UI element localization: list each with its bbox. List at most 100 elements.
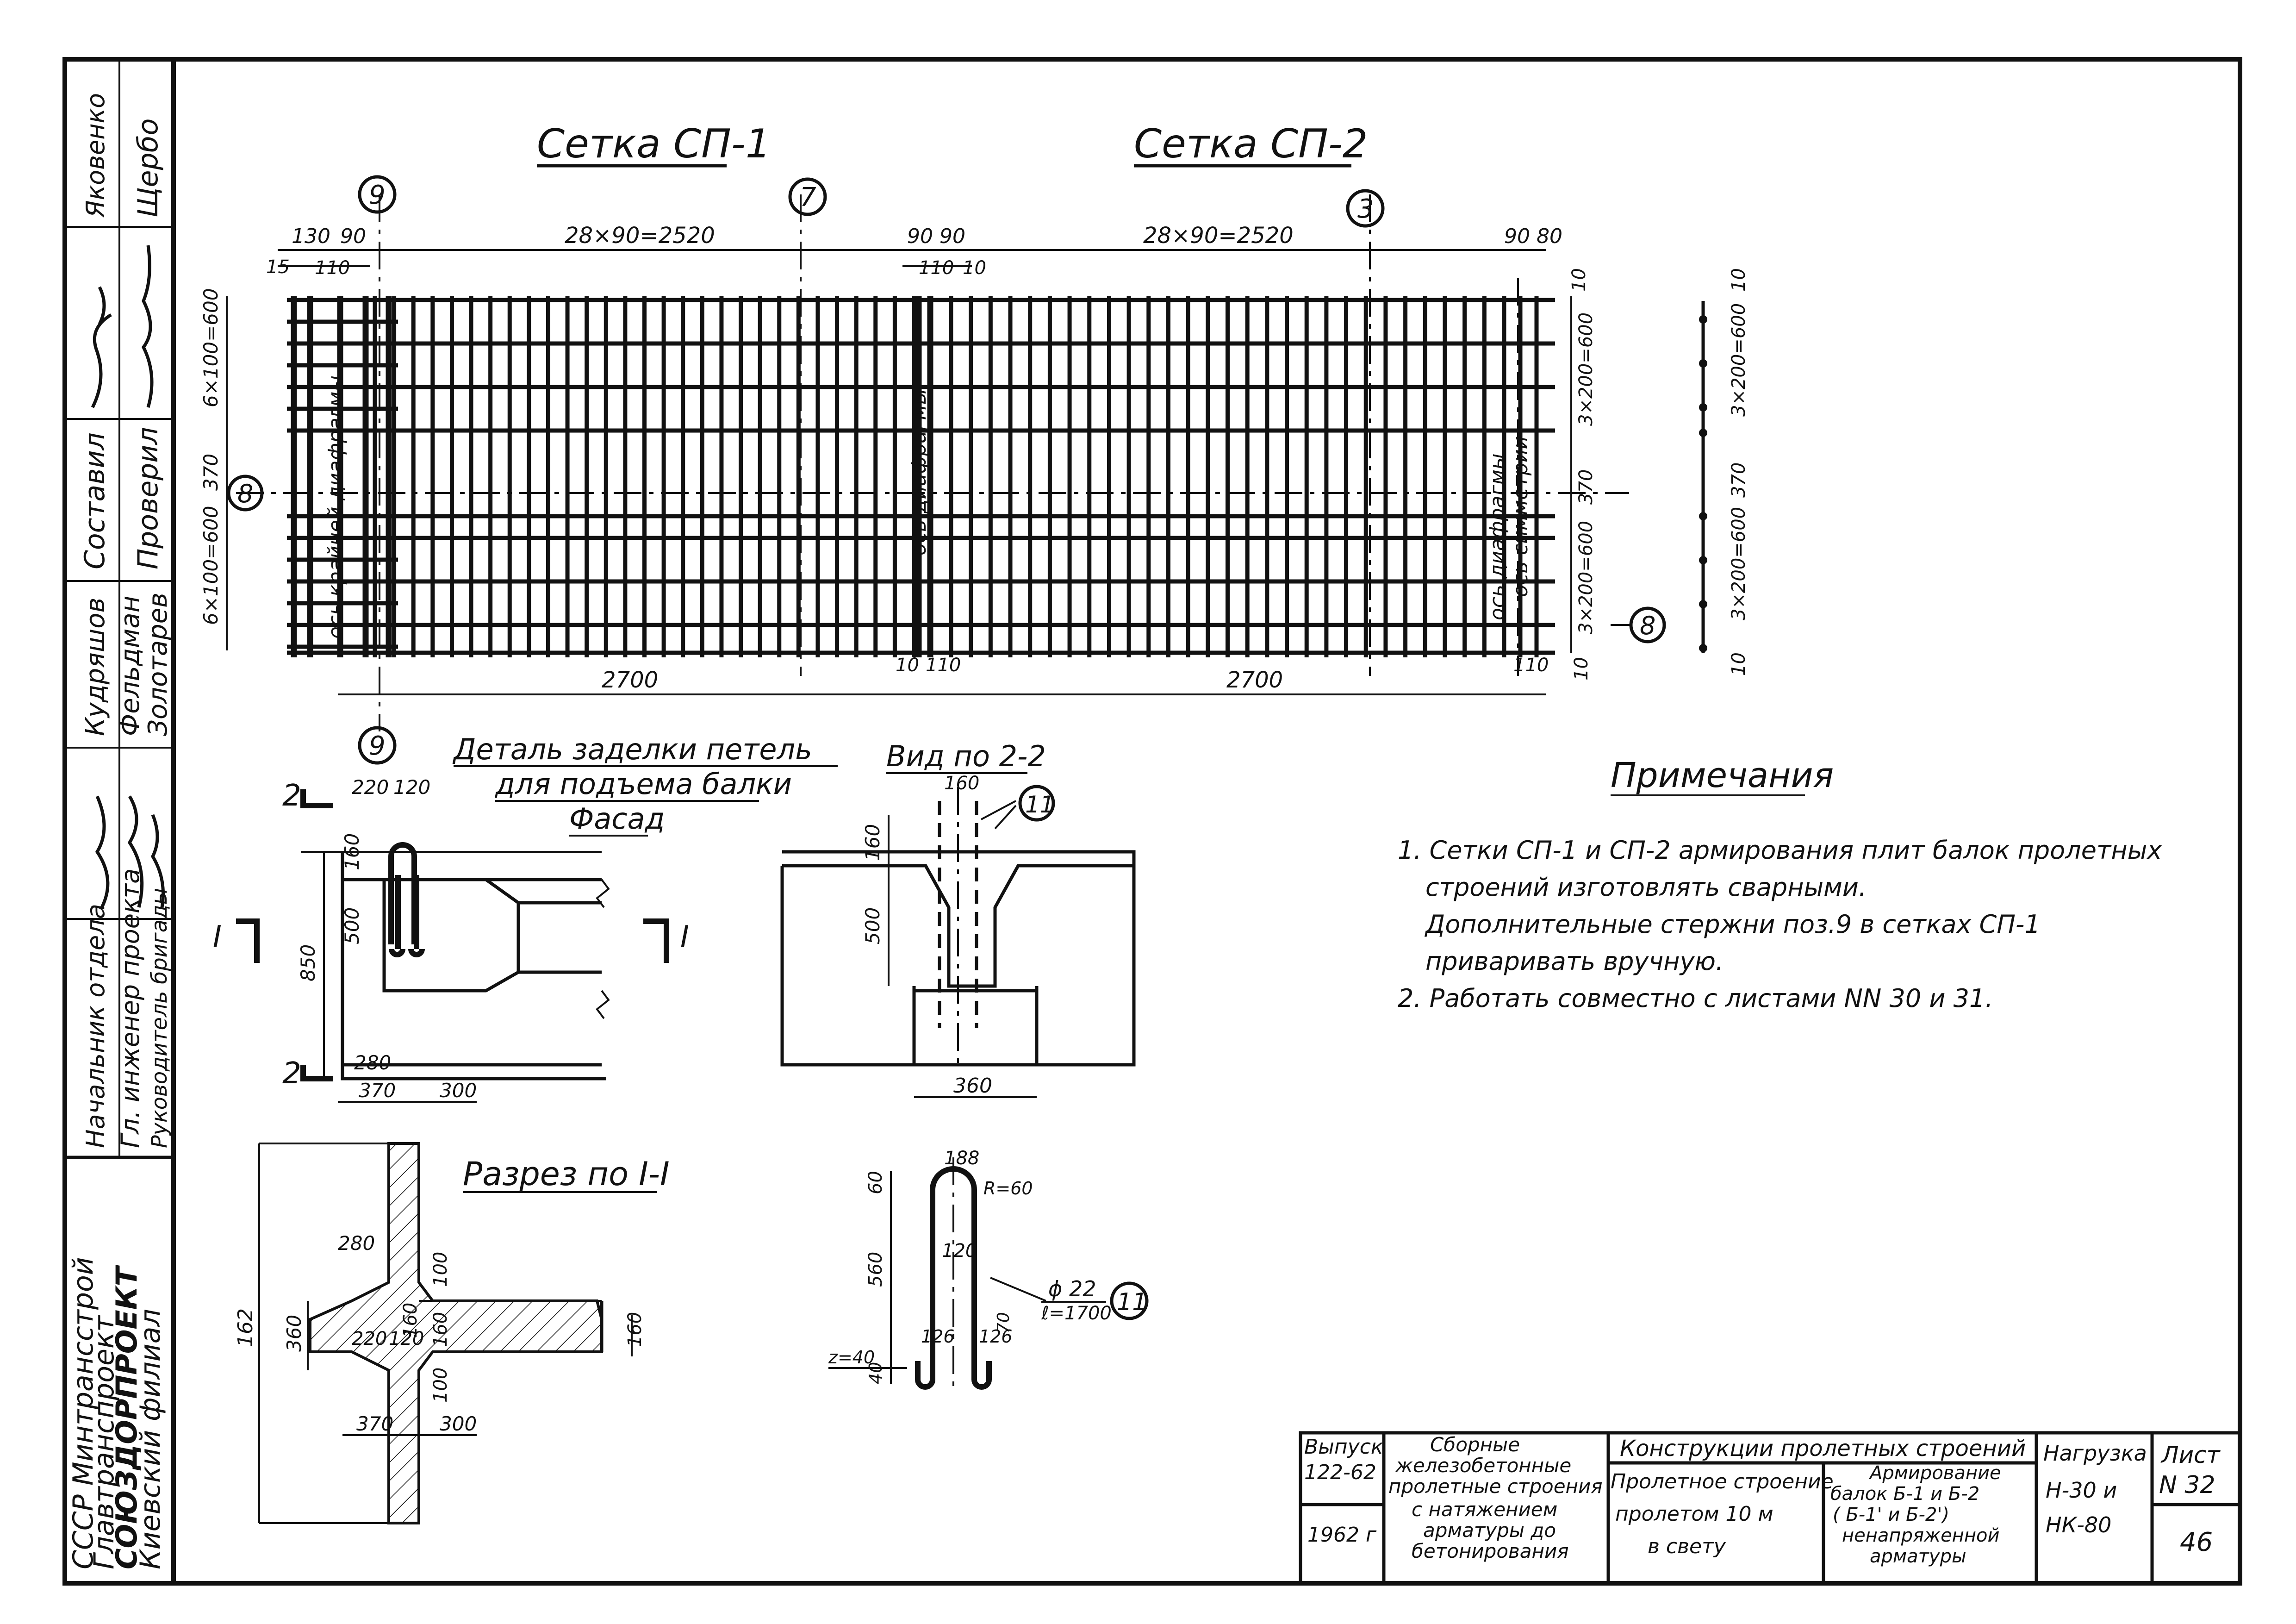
name-team-leader: Золотарев	[143, 593, 173, 736]
view22-dim-160: 160	[861, 824, 884, 861]
dim-top-10-right: 10	[1568, 268, 1590, 292]
view22-dim-500: 500	[861, 907, 884, 944]
sheet-frame	[62, 57, 2242, 1586]
content-line-2: балок Б-1 и Б-2	[1830, 1483, 1979, 1505]
dim-top-110b: 110	[919, 257, 954, 279]
notes-title: Примечания	[1611, 756, 1834, 795]
detail-dim-370: 370	[359, 1079, 396, 1102]
marker-11-loop: 11	[1110, 1281, 1149, 1320]
lifting-loop: 188 60 R=60 560 120 40 126 126 70 z=40 ϕ…	[828, 1148, 1149, 1390]
svg-text:8: 8	[237, 479, 253, 508]
signature-mark	[141, 245, 154, 408]
title-sp2: Сетка СП-2	[1134, 121, 1368, 167]
signature-mark	[151, 814, 165, 908]
section-dim-120: 120	[389, 1328, 424, 1349]
name-compiled: Яковенко	[81, 93, 110, 218]
org-line-1: СССР Минтрансстрой	[67, 1257, 100, 1569]
role-team-leader: Руководитель бригады	[147, 888, 172, 1148]
section-dim-160-mid: 160	[400, 1303, 421, 1338]
dim-left-600-top: 6×100=600	[199, 288, 222, 407]
role-checked: Проверил	[132, 427, 164, 569]
side-dim-10-top: 10	[1728, 268, 1749, 292]
dim-bottom-2700-right: 2700	[1226, 667, 1283, 693]
loop-dim-126a: 126	[921, 1326, 955, 1347]
section-heading: Конструкции пролетных строений	[1620, 1436, 2026, 1462]
loop-bar-len: ℓ=1700	[1041, 1303, 1112, 1324]
sidebar-stamp: Начальник отдела Гл. инженер проекта Рук…	[67, 93, 173, 1569]
dim-top-sp1: 28×90=2520	[565, 223, 715, 249]
dim-top-110a: 110	[315, 257, 350, 279]
view22-dim-360: 360	[953, 1074, 992, 1098]
marker-3: 3	[1346, 189, 1385, 228]
axis-label-diaphragm-1: ось диафрагмы	[907, 388, 931, 556]
role-compiled: Составил	[79, 432, 111, 569]
content-line-5: арматуры	[1870, 1546, 1966, 1567]
svg-text:3: 3	[1357, 194, 1374, 224]
mesh-plan: Сетка СП-1 Сетка СП-2	[199, 121, 1749, 765]
detail-dim-220: 220	[352, 776, 389, 799]
side-dim-370: 370	[1728, 462, 1749, 498]
dim-top-sp2: 28×90=2520	[1143, 223, 1294, 249]
svg-text:9: 9	[369, 731, 386, 761]
span-line-1: Пролетное строение	[1611, 1470, 1834, 1493]
marker-7: 7	[788, 177, 827, 216]
issue-year: 1962 г	[1307, 1523, 1377, 1547]
notes-item-1: 1. Сетки СП-1 и СП-2 армирования плит ба…	[1398, 836, 2162, 865]
marker-9-top: 9	[358, 175, 397, 214]
side-dim-10-bottom: 10	[1728, 652, 1749, 676]
side-dim-600-top: 3×200=600	[1728, 303, 1749, 417]
detail-title-2: для подъема балки	[495, 767, 792, 801]
loop-dim-560: 560	[865, 1252, 886, 1287]
dim-right-370: 370	[1575, 469, 1597, 505]
svg-text:8: 8	[1640, 611, 1655, 640]
notes-item-5: 2. Работать совместно с листами NN 30 и …	[1398, 984, 1993, 1013]
load-value-1: Н-30 и	[2046, 1478, 2117, 1503]
loop-bar-spec: ϕ 22	[1048, 1276, 1096, 1301]
section-dim-280: 280	[338, 1232, 375, 1255]
detail-facade: Деталь заделки петель для подъема балки …	[213, 732, 838, 1103]
marker-8-right: 8	[1611, 606, 1666, 643]
view-2-2: Вид по 2-2 160 160 500 360 11	[780, 739, 1136, 1098]
marker-11-view22: 11	[1018, 785, 1055, 822]
section11-title: Разрез по I-I	[463, 1155, 670, 1193]
dim-right-600-top: 3×200=600	[1575, 312, 1597, 426]
axis-label-diaphragm-2: ось диафрагмы	[1486, 453, 1509, 620]
side-dim-600-bottom: 3×200=600	[1728, 507, 1749, 620]
detail-dim-850: 850	[297, 944, 319, 981]
series-line-2: железобетонные	[1395, 1454, 1571, 1477]
notes: Примечания 1. Сетки СП-1 и СП-2 армирова…	[1398, 756, 2162, 1013]
detail-title-3: Фасад	[569, 802, 665, 836]
notes-item-3: Дополнительные стержни поз.9 в сетках СП…	[1425, 910, 2041, 939]
loop-dim-z40: z=40	[828, 1347, 875, 1368]
mesh-vertical-bars	[291, 296, 1539, 657]
series-line-1: Сборные	[1430, 1433, 1520, 1456]
org-line-4: Киевский филиал	[134, 1309, 167, 1569]
loop-dim-70: 70	[994, 1312, 1013, 1333]
load-value-2: НК-80	[2046, 1512, 2111, 1537]
detail-dim-120: 120	[393, 776, 430, 799]
span-line-3: в свету	[1648, 1535, 1726, 1558]
signature-mark	[127, 795, 144, 908]
detail-dim-300: 300	[440, 1079, 477, 1102]
section-dim-220: 220	[352, 1328, 387, 1349]
series-line-6: бетонирования	[1412, 1540, 1569, 1562]
section-mark-2-bottom: 2	[282, 1056, 301, 1091]
section-dim-100-bottom: 100	[430, 1368, 451, 1403]
section-mark-2-top: 2	[282, 779, 301, 813]
section-dim-300: 300	[440, 1412, 477, 1435]
dim-bottom-10b: 10	[1571, 657, 1592, 681]
name-chief-engineer: Фельдман	[115, 596, 145, 736]
name-checked: Щербо	[132, 119, 164, 218]
org-line-2: Главтранспроект	[88, 1315, 120, 1569]
svg-text:11: 11	[1117, 1288, 1147, 1316]
loop-dim-r60: R=60	[983, 1178, 1033, 1199]
dim-top-90: 90	[340, 225, 366, 248]
dim-bottom-110a: 110	[926, 655, 961, 676]
svg-text:7: 7	[800, 182, 816, 212]
section-1-1: Разрез по I-I 280 100 360 160 220 120 16…	[234, 1142, 670, 1524]
mesh-side-view: 10 3×200=600 370 3×200=600 10	[1699, 268, 1749, 676]
view22-title: Вид по 2-2	[886, 739, 1046, 773]
section-dim-360: 360	[283, 1315, 305, 1352]
series-line-5: арматуры до	[1423, 1519, 1556, 1542]
notes-item-2: строений изготовлять сварными.	[1425, 873, 1867, 902]
